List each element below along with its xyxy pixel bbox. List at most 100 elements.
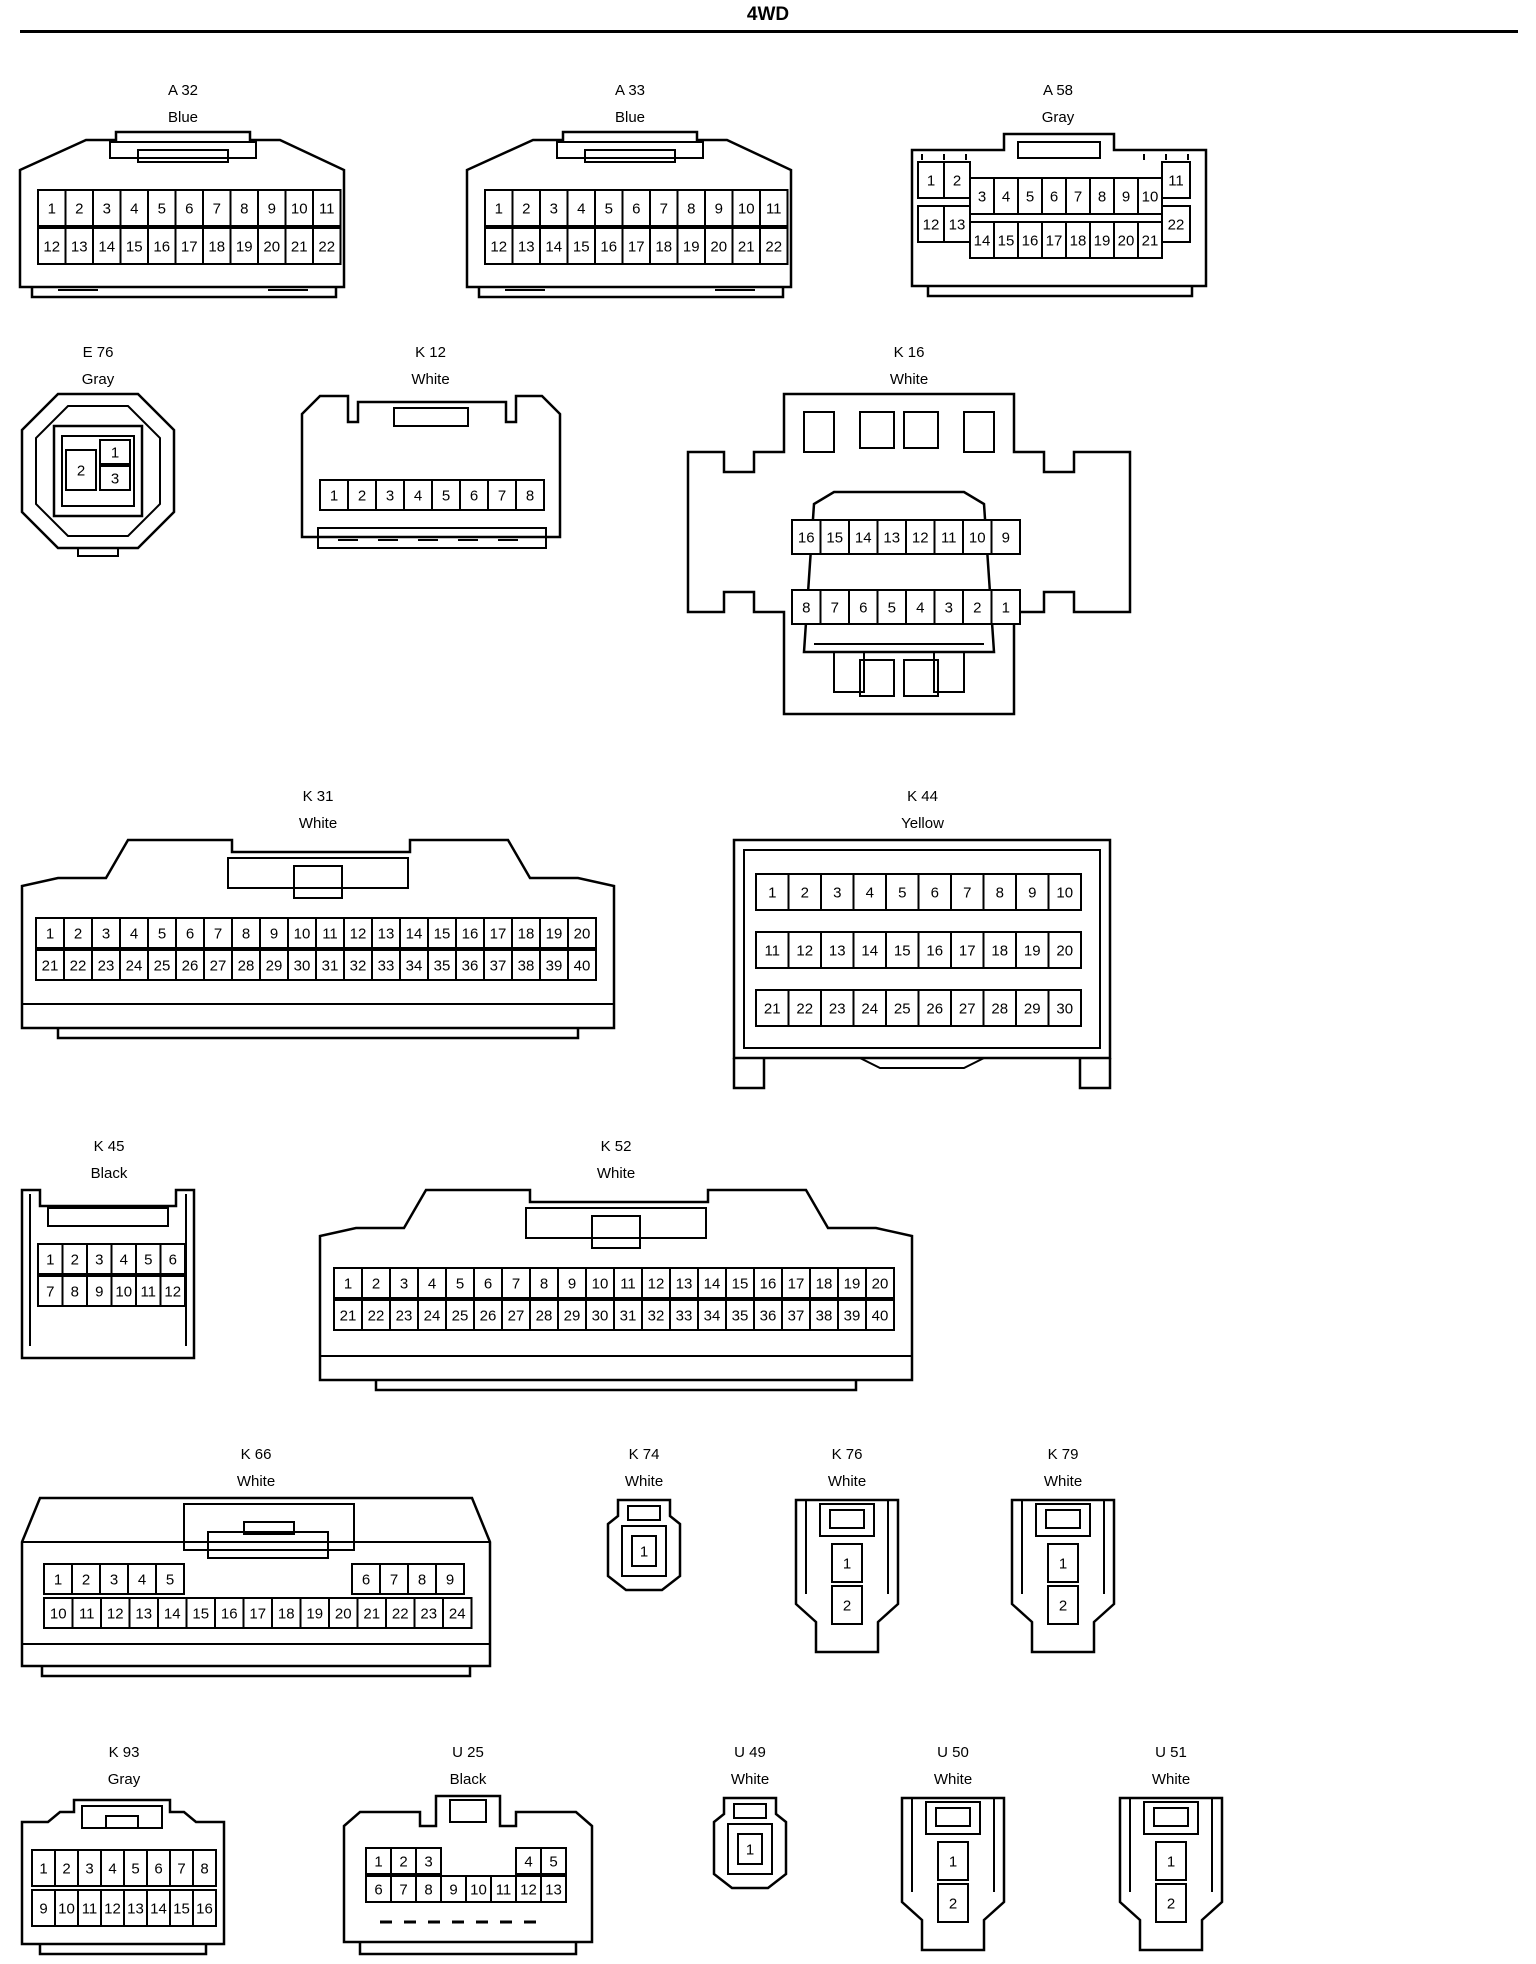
pin-label: 1	[1059, 1556, 1067, 1573]
pin-label: 12	[107, 1606, 124, 1623]
pin-cell	[128, 1597, 159, 1629]
pin-label: 1	[495, 201, 503, 218]
pin-label: 9	[449, 1882, 457, 1899]
pin-label: 17	[181, 239, 198, 256]
pin-label: 2	[358, 488, 366, 505]
connector-code: K 76	[831, 1446, 863, 1463]
pin-cell	[473, 1267, 503, 1299]
pin-label: 3	[111, 471, 119, 488]
pin-cell	[697, 1267, 727, 1299]
pin-label: 40	[872, 1308, 889, 1325]
pin-cell	[641, 1267, 671, 1299]
pin-label: 19	[844, 1276, 861, 1293]
pin-cell	[1047, 873, 1082, 911]
pin-cell	[440, 1875, 467, 1903]
pin-cell	[594, 189, 624, 227]
pin-label: 12	[912, 530, 929, 547]
pin-label: 32	[648, 1308, 665, 1325]
pin-label: 16	[462, 926, 479, 943]
pin-label: 7	[177, 1861, 185, 1878]
pin-cell	[259, 949, 289, 981]
connector-code: K 52	[600, 1138, 632, 1155]
pin-label: 4	[130, 201, 138, 218]
pin-label: 1	[344, 1276, 352, 1293]
pin-label: 9	[95, 1284, 103, 1301]
pin-cell	[917, 161, 945, 199]
pin-label: 1	[746, 1842, 754, 1859]
u51-pin-grid: 12	[1155, 1841, 1187, 1923]
pin-label: 22	[70, 958, 87, 975]
pin-label: 8	[240, 201, 248, 218]
pin-label: 9	[568, 1276, 576, 1293]
pin-label: 4	[120, 1252, 128, 1269]
pin-label: 18	[991, 943, 1008, 960]
pin-label: 11	[766, 201, 782, 218]
pin-cell	[515, 1875, 542, 1903]
connector-color: White	[1043, 1473, 1083, 1490]
connector-color: White	[624, 1473, 664, 1490]
pin-label: 24	[424, 1308, 441, 1325]
pin-label: 18	[208, 239, 225, 256]
pin-label: 4	[1002, 189, 1010, 206]
pin-label: 4	[138, 1572, 146, 1589]
pin-cell	[155, 1563, 185, 1595]
pin-label: 4	[130, 926, 138, 943]
pin-label: 15	[826, 530, 843, 547]
pin-label: 2	[1167, 1896, 1175, 1913]
pin-label: 6	[632, 201, 640, 218]
pin-label: 25	[154, 958, 171, 975]
pin-cell	[1065, 221, 1091, 259]
connector-u49-drawing: 1	[712, 1796, 788, 1890]
pin-cell	[950, 989, 985, 1027]
pin-label: 12	[923, 217, 940, 234]
pin-cell	[594, 227, 624, 265]
pin-label: 5	[549, 1854, 557, 1871]
pin-cell	[820, 931, 855, 969]
pin-label: 13	[71, 239, 88, 256]
pin-label: 19	[306, 1606, 323, 1623]
pin-cell	[631, 1535, 657, 1567]
pin-label: 31	[620, 1308, 637, 1325]
pin-cell	[1047, 931, 1082, 969]
pin-cell	[676, 227, 706, 265]
pin-cell	[135, 1243, 162, 1275]
pin-label: 14	[861, 943, 878, 960]
pin-label: 5	[898, 885, 906, 902]
pin-cell	[37, 189, 67, 227]
pin-cell	[540, 1847, 567, 1875]
pin-cell	[375, 479, 405, 511]
pin-cell	[515, 479, 545, 511]
connector-color: White	[596, 1165, 636, 1182]
pin-label: 10	[592, 1276, 609, 1293]
pin-label: 13	[949, 217, 966, 234]
pin-label: 1	[927, 173, 935, 190]
pin-cell	[1041, 221, 1067, 259]
pin-label: 17	[788, 1276, 805, 1293]
pin-label: 1	[330, 488, 338, 505]
pin-label: 14	[98, 239, 115, 256]
pin-label: 30	[294, 958, 311, 975]
pin-label: 22	[392, 1606, 409, 1623]
pin-cell	[613, 1299, 643, 1331]
pin-label: 26	[182, 958, 199, 975]
pin-cell	[455, 949, 485, 981]
pin-label: 5	[131, 1861, 139, 1878]
connector-code: K 74	[628, 1446, 660, 1463]
pin-label: 8	[540, 1276, 548, 1293]
pin-label: 33	[676, 1308, 693, 1325]
pin-label: 30	[592, 1308, 609, 1325]
pin-cell	[557, 1299, 587, 1331]
pin-label: 7	[831, 600, 839, 617]
pin-label: 6	[484, 1276, 492, 1293]
pin-label: 21	[764, 1001, 781, 1018]
connector-color: White	[827, 1473, 867, 1490]
pin-label: 17	[959, 943, 976, 960]
pin-cell	[1015, 931, 1050, 969]
pin-label: 2	[522, 201, 530, 218]
pin-label: 3	[85, 1861, 93, 1878]
pin-label: 7	[399, 1882, 407, 1899]
pin-label: 19	[1094, 233, 1111, 250]
pin-cell	[379, 1563, 409, 1595]
